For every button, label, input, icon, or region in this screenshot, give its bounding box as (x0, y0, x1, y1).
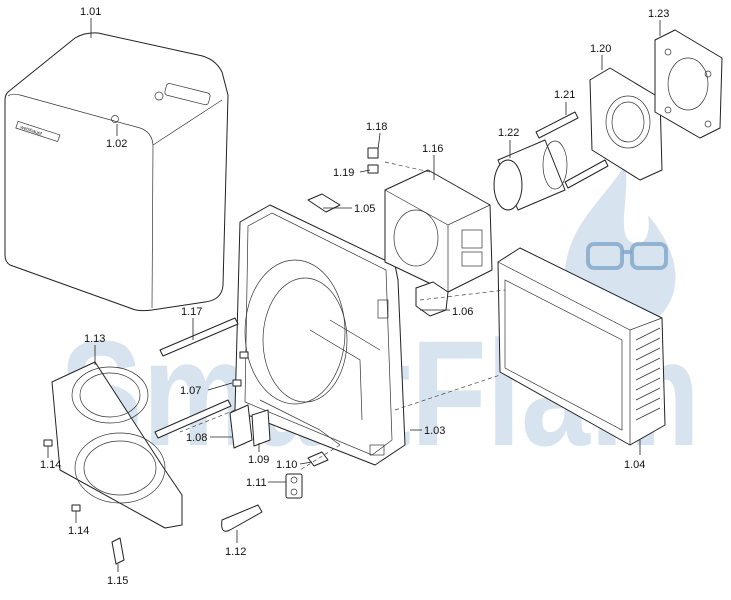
label-1-22: 1.22 (498, 127, 519, 139)
part-1-10-bracket (307, 451, 329, 467)
part-1-18-1-19-fitting (367, 147, 379, 174)
label-1-06: 1.06 (452, 306, 473, 318)
label-1-05: 1.05 (354, 203, 375, 215)
label-1-17: 1.17 (181, 306, 202, 318)
part-1-22-tube (493, 139, 568, 211)
part-1-01-cover: weishaupt (4, 32, 229, 312)
part-1-07-screws (232, 351, 249, 387)
part-1-09-clip (251, 409, 271, 447)
label-1-21: 1.21 (554, 89, 575, 101)
part-labels: 1.01 1.02 1.03 1.04 1.05 1.06 1.07 1.08 … (40, 6, 669, 587)
part-1-21-pins (535, 111, 609, 189)
part-1-16-flange-housing (384, 169, 493, 293)
label-1-13: 1.13 (84, 333, 105, 345)
label-1-20: 1.20 (590, 43, 611, 55)
label-1-09: 1.09 (248, 454, 269, 466)
assembly-lines (179, 161, 506, 471)
label-1-07: 1.07 (180, 385, 201, 397)
label-1-11: 1.11 (246, 477, 267, 489)
label-1-12: 1.12 (225, 546, 246, 558)
label-1-03: 1.03 (424, 425, 445, 437)
label-1-08: 1.08 (186, 432, 207, 444)
label-1-01: 1.01 (80, 6, 101, 18)
label-1-18: 1.18 (366, 121, 387, 133)
label-1-15: 1.15 (107, 575, 128, 587)
label-1-19: 1.19 (333, 167, 354, 179)
leader-lines (47, 18, 661, 572)
fan-housing-vents (635, 327, 661, 421)
part-1-04-fan-housing (497, 247, 666, 446)
part-1-03-housing (234, 204, 406, 466)
part-1-12-spring-clip (221, 504, 263, 532)
label-1-02: 1.02 (106, 138, 127, 150)
label-1-23: 1.23 (648, 8, 669, 20)
part-1-15-clip (111, 537, 125, 565)
label-1-16: 1.16 (422, 143, 443, 155)
part-1-08-clip (229, 404, 253, 449)
part-1-05-plate (307, 193, 341, 213)
part-1-20-flange-plate (589, 67, 663, 181)
part-1-13-cover-plate (51, 361, 183, 529)
label-1-14-upper: 1.14 (40, 459, 61, 471)
part-1-17-rods (154, 317, 239, 439)
part-1-11-bracket (285, 473, 303, 499)
part-1-23-gasket (654, 29, 723, 139)
label-1-04: 1.04 (624, 459, 645, 471)
label-1-14-lower: 1.14 (68, 525, 89, 537)
label-1-10: 1.10 (276, 459, 297, 471)
